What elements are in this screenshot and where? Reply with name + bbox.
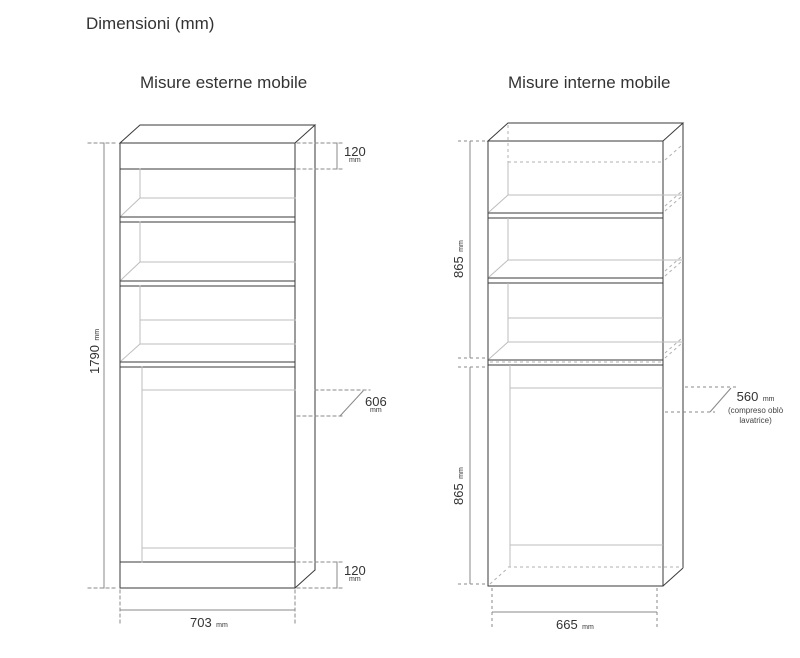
external-width-unit: mm [216,622,228,629]
external-height-label: 1790 mm [86,329,104,374]
internal-lower-height-label: 865 mm [450,467,468,505]
internal-upper-height-label: 865 mm [450,240,468,278]
external-height-unit: mm [94,328,101,341]
external-depth-value: 606 [365,394,387,409]
internal-upper-height-unit: mm [458,240,465,252]
internal-width-value: 665 [556,617,578,632]
internal-lower-height-value: 865 [451,483,466,505]
external-height-value: 1790 [87,345,102,374]
internal-width-unit: mm [582,624,594,631]
external-dimensions-title: Misure esterne mobile [140,73,308,92]
external-bottom-band-unit: mm [349,576,361,583]
external-top-band-label: 120 mm [344,144,366,164]
internal-depth-note-line2: lavatrice) [739,416,772,425]
external-width-label: 703 mm [190,614,228,632]
internal-lower-height-unit: mm [458,467,465,479]
internal-upper-height-value: 865 [451,256,466,278]
internal-depth-unit: mm [762,396,775,403]
external-top-band-value: 120 [344,144,366,159]
external-bottom-band-value: 120 [344,563,366,578]
external-bottom-band-label: 120 mm [344,563,366,583]
internal-depth-note-line1: (compreso oblò [728,406,784,415]
internal-dimensions-title: Misure interne mobile [508,73,671,92]
internal-depth-value: 560 [736,389,759,404]
internal-width-label: 665 mm [556,616,594,634]
external-top-band-unit: mm [349,157,361,164]
external-depth-unit: mm [370,407,382,414]
page-title: Dimensioni (mm) [86,14,215,33]
external-depth-label: 606 mm [365,394,387,414]
internal-depth-label: 560 mm (compreso oblò lavatrice) [728,388,783,426]
external-width-value: 703 [190,615,212,630]
